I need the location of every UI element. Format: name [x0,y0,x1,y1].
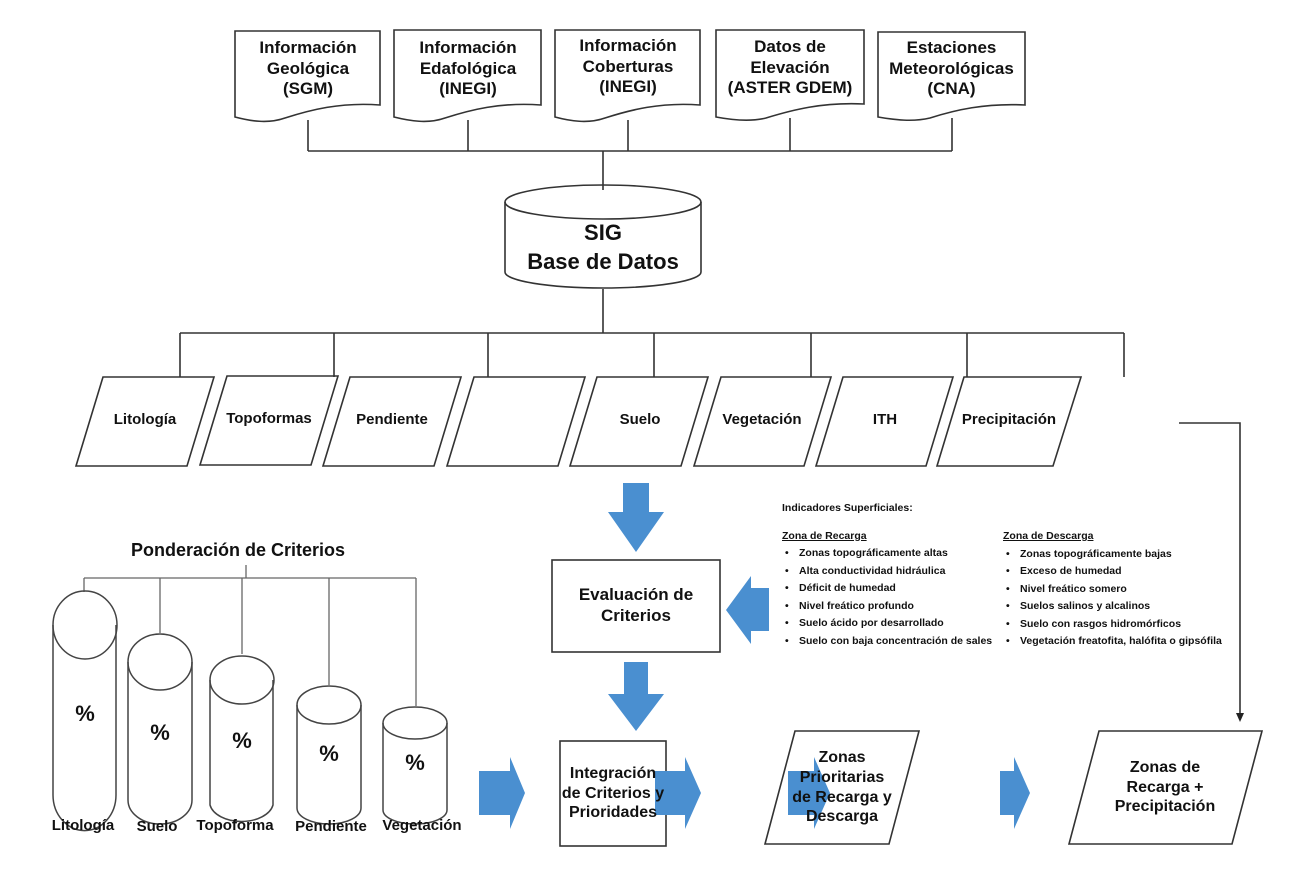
criterion-topoforma: Topoforma [196,817,274,834]
list-item: Suelo con baja concentración de sales [782,633,992,651]
source-doc-shape [715,29,865,122]
layer-ith: ITH [872,410,898,428]
cylinder-pendiente-top [296,685,362,725]
arrow-down-icon [608,662,664,731]
layer-shape-ith [814,376,955,467]
cylinder-suelo [127,662,193,825]
arrow-right-icon [655,757,701,829]
list-item: Exceso de humedad [1003,563,1222,581]
cylinder-litologia [52,625,117,832]
database-cylinder-top [504,184,702,220]
percent-label: % [405,750,425,775]
precipitation-connector [1179,422,1241,715]
arrow-left-icon [726,576,769,644]
layer-shape-precipitacion [935,376,1083,467]
discharge-zone-title: Zona de Descarga [1003,530,1094,542]
indicators-recharge: Indicadores Superficiales: Zona de Recar… [782,500,992,650]
list-item: Vegetación freatofita, halófita o gipsóf… [1003,633,1222,651]
indicators-discharge: Zona de Descarga Zonas topográficamente … [1003,528,1222,651]
layer-shape-suelo [445,376,587,467]
discharge-indicator-list: Zonas topográficamente bajas Exceso de h… [1003,546,1222,651]
weights-title: Ponderación de Criterios [131,540,346,560]
layer-shape-pendiente [321,376,463,467]
list-item: Zonas topográficamente altas [782,545,992,563]
list-item: Nivel freático somero [1003,581,1222,599]
recharge-zone-title: Zona de Recarga [782,529,867,542]
percent-label: % [319,741,339,766]
cylinder-litologia-top [52,590,118,660]
cylinder-suelo-top [127,633,193,691]
criterion-vegetacion: Vegetación [382,817,462,834]
cylinder-vegetacion-top [382,706,448,740]
layer-shape-vegetacion [692,376,833,467]
precipitation-arrowhead [1236,713,1244,722]
percent-label: % [232,728,252,753]
list-item: Alta conductividad hidráulica [782,563,992,581]
layer-suelo: Suelo [619,410,661,428]
layer-precipitacion: Precipitación [961,410,1057,428]
list-item: Déficit de humedad [782,580,992,598]
percent-label: % [150,720,170,745]
source-doc-shape [393,29,542,123]
layer-pendiente: Pendiente [356,410,428,428]
percent-label: % [75,701,95,726]
arrow-down-icon [608,483,664,552]
weights-connector [83,565,417,706]
layer-shape-suelo-2 [568,376,710,467]
criterion-pendiente: Pendiente [295,818,367,835]
layer-topoformas: Topoformas [226,409,312,427]
cylinder-pendiente [296,705,362,825]
source-doc-shape [234,30,381,123]
connector-line [179,289,1125,377]
connector-line [307,118,953,190]
criterion-suelo: Suelo [136,818,178,835]
source-doc-shape [877,31,1026,122]
layer-vegetacion: Vegetación [722,410,802,428]
source-doc-shape [554,29,701,123]
list-item: Suelo ácido por desarrollado [782,615,992,633]
recharge-output-shape [1067,730,1264,845]
arrow-right-icon [1000,757,1030,829]
arrow-right-icon [788,757,830,829]
recharge-indicator-list: Zonas topográficamente altas Alta conduc… [782,545,992,650]
arrow-right-icon [479,757,525,829]
list-item: Suelos salinos y alcalinos [1003,598,1222,616]
database-cylinder [504,202,702,289]
cylinder-topoforma-top [209,655,275,705]
criterion-litologia: Litología [51,817,115,834]
list-item: Nivel freático profundo [782,598,992,616]
priority-zones-shape [763,730,921,845]
layer-shape-litologia [74,376,216,467]
layer-shape-topoformas [198,375,340,466]
cylinder-topoforma [209,680,274,823]
indicators-title: Indicadores Superficiales: [782,502,913,514]
list-item: Zonas topográficamente bajas [1003,546,1222,564]
cylinder-vegetacion [382,723,448,825]
evaluation-box [551,559,721,653]
list-item: Suelo con rasgos hidromórficos [1003,616,1222,634]
layer-litologia: Litología [113,410,177,428]
